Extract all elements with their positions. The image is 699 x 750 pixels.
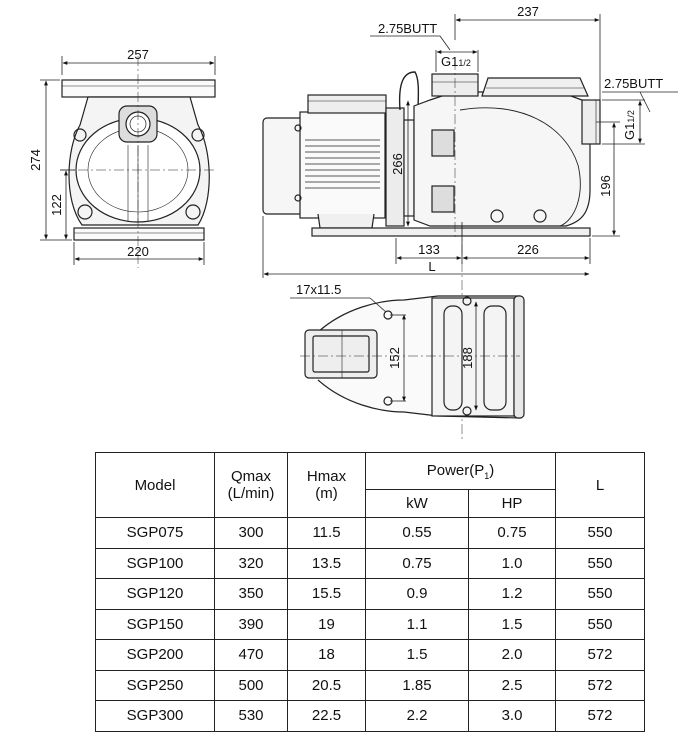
cell-qmax: 500	[214, 669, 288, 701]
cell-kw: 0.55	[365, 517, 469, 549]
cell-hmax: 15.5	[287, 578, 366, 610]
dim-thread-right: G11/2	[622, 110, 637, 140]
header-qmax-unit: (L/min)	[227, 485, 275, 502]
header-hmax-label: Hmax	[306, 468, 347, 485]
dim-base-outer: 188	[460, 347, 475, 369]
dim-thread-right-fraction: 1/2	[626, 110, 636, 123]
table-row: SGP150 390 19 1.1 1.5 550	[95, 608, 646, 640]
cell-kw: 0.9	[365, 578, 469, 610]
dim-front-top-width: 257	[127, 47, 149, 62]
table-row: SGP100 320 13.5 0.75 1.0 550	[95, 547, 646, 579]
cell-qmax: 300	[214, 517, 288, 549]
cell-hp: 2.5	[467, 669, 557, 701]
table-row: SGP250 500 20.5 1.85 2.5 572	[95, 669, 646, 701]
cell-kw: 2.2	[365, 700, 469, 732]
cell-hp: 2.0	[467, 639, 557, 671]
cell-hmax: 11.5	[287, 517, 366, 549]
cell-hmax: 13.5	[287, 547, 366, 579]
dim-front-total-height: 274	[28, 149, 43, 171]
table-row: SGP075 300 11.5 0.55 0.75 550	[95, 517, 646, 549]
dim-base-right: 226	[517, 242, 539, 257]
base-view	[304, 295, 525, 419]
dim-hole-size: 17x11.5	[296, 282, 341, 297]
cell-model: SGP150	[95, 608, 215, 640]
header-hmax: Hmax (m)	[287, 452, 366, 518]
header-qmax-label: Qmax	[230, 468, 271, 485]
cell-l: 550	[555, 578, 646, 610]
cell-hmax: 22.5	[287, 700, 366, 732]
cell-qmax: 530	[214, 700, 288, 732]
cell-model: SGP300	[95, 700, 215, 732]
cell-hp: 3.0	[467, 700, 557, 732]
cell-l: 550	[555, 547, 646, 579]
header-qmax: Qmax (L/min)	[214, 452, 288, 518]
cell-l: 572	[555, 639, 646, 671]
header-power: Power(P1)	[364, 452, 557, 490]
side-view	[262, 71, 601, 237]
cell-model: SGP200	[95, 639, 215, 671]
header-hp: HP	[467, 489, 557, 518]
front-view	[61, 79, 216, 241]
table-row: SGP300 530 22.5 2.2 3.0 572	[95, 700, 646, 732]
cell-kw: 0.75	[365, 547, 469, 579]
cell-hmax: 18	[287, 639, 366, 671]
dim-thread-right-base: G1	[622, 123, 637, 140]
dim-front-bottom-width: 220	[127, 244, 149, 259]
header-model: Model	[95, 452, 215, 518]
dim-motor-height: 266	[390, 153, 405, 175]
cell-qmax: 470	[214, 639, 288, 671]
dim-front-center-height: 122	[49, 194, 64, 216]
specification-table: Model Qmax (L/min) Hmax (m) Power(P1) L …	[95, 452, 646, 732]
cell-hp: 0.75	[467, 517, 557, 549]
cell-model: SGP120	[95, 578, 215, 610]
cell-model: SGP100	[95, 547, 215, 579]
cell-qmax: 390	[214, 608, 288, 640]
technical-drawing: 257 220 274 122	[28, 4, 678, 440]
cell-qmax: 320	[214, 547, 288, 579]
dim-side-top-length: 237	[517, 4, 539, 19]
dim-thread-top: G11/2	[441, 54, 471, 69]
cell-l: 572	[555, 669, 646, 701]
header-power-sub: 1	[484, 470, 490, 481]
table-row: SGP120 350 15.5 0.9 1.2 550	[95, 578, 646, 610]
cell-kw: 1.1	[365, 608, 469, 640]
cell-hp: 1.0	[467, 547, 557, 579]
header-hmax-unit: (m)	[315, 485, 338, 502]
header-kw: kW	[365, 489, 469, 518]
dim-thread-top-base: G1	[441, 54, 458, 69]
dim-butt-top: 2.75BUTT	[378, 21, 437, 36]
cell-l: 550	[555, 517, 646, 549]
cell-kw: 1.85	[365, 669, 469, 701]
table-row: SGP200 470 18 1.5 2.0 572	[95, 639, 646, 671]
cell-qmax: 350	[214, 578, 288, 610]
cell-hmax: 19	[287, 608, 366, 640]
cell-hp: 1.5	[467, 608, 557, 640]
dim-butt-right: 2.75BUTT	[604, 76, 663, 91]
cell-kw: 1.5	[365, 639, 469, 671]
cell-model: SGP075	[95, 517, 215, 549]
dim-base-left: 133	[418, 242, 440, 257]
header-power-close: )	[489, 461, 495, 479]
cell-hp: 1.2	[467, 578, 557, 610]
dim-outlet-height: 196	[598, 175, 613, 197]
dim-thread-top-fraction: 1/2	[458, 58, 471, 68]
cell-hmax: 20.5	[287, 669, 366, 701]
cell-l: 550	[555, 608, 646, 640]
cell-model: SGP250	[95, 669, 215, 701]
header-power-label: Power(P	[426, 461, 485, 479]
dim-length-l: L	[428, 259, 435, 274]
cell-l: 572	[555, 700, 646, 732]
header-l: L	[555, 452, 646, 518]
dim-base-inner: 152	[387, 347, 402, 369]
